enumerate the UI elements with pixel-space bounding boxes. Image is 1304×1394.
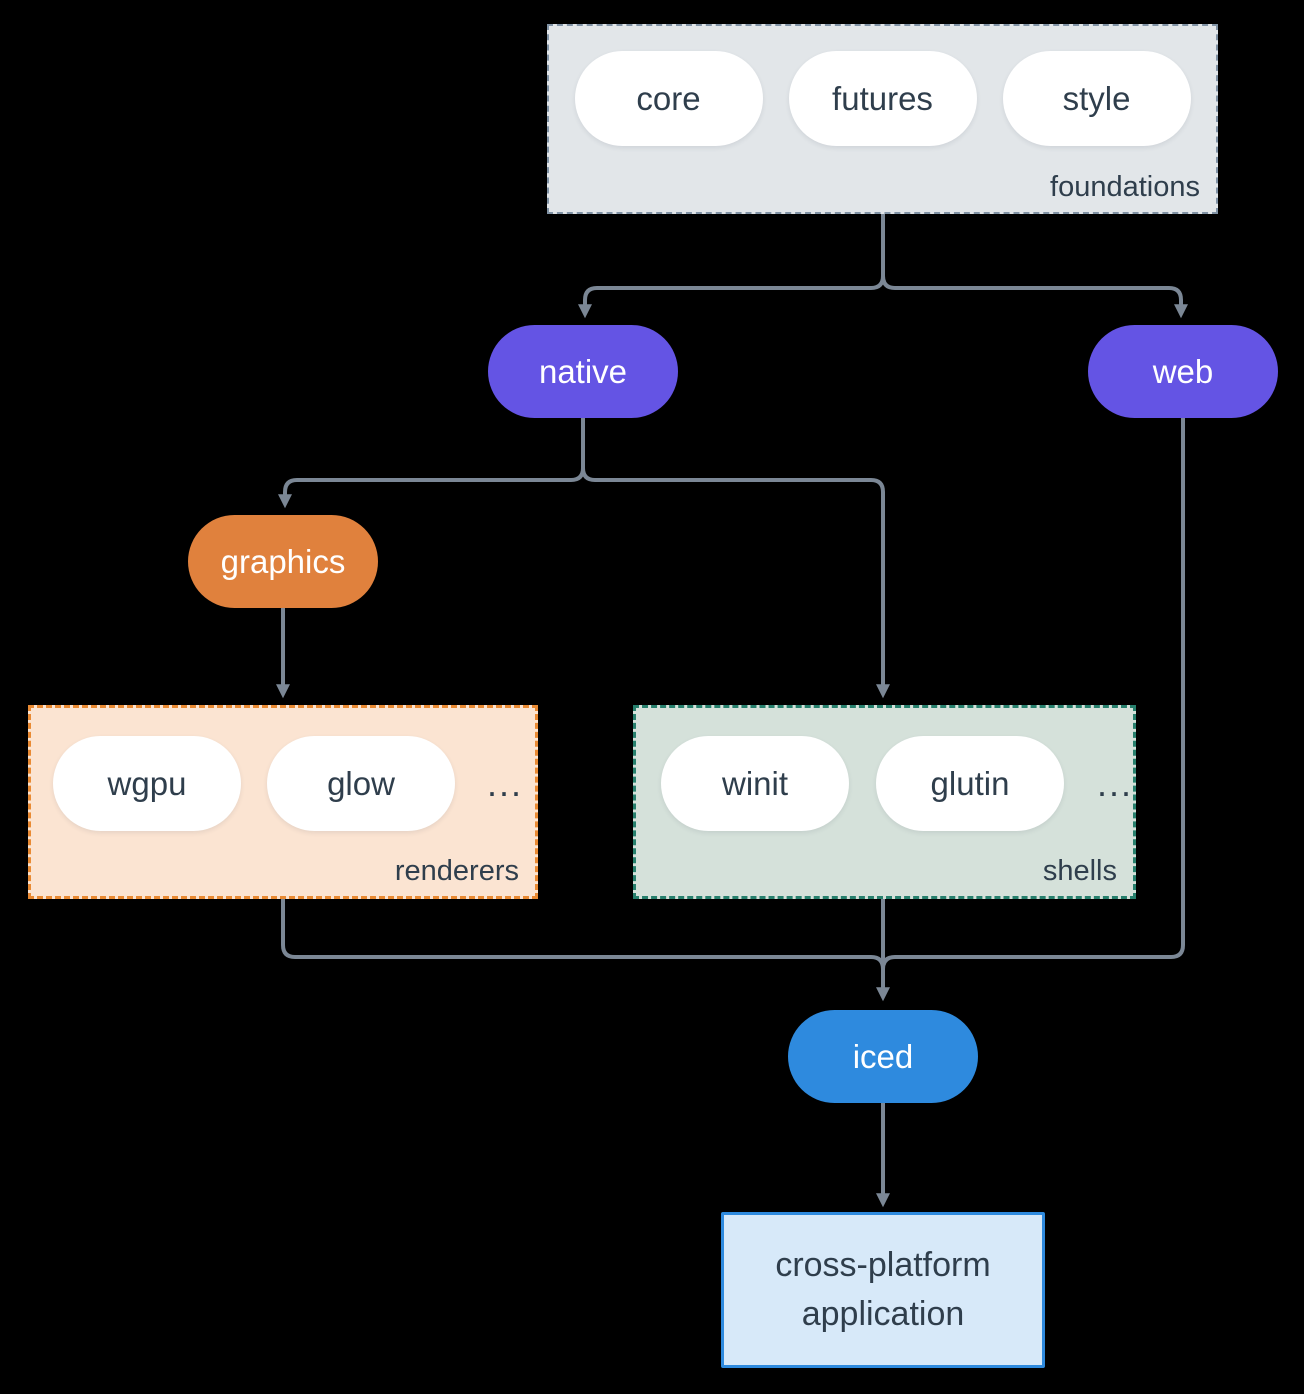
node-cross-platform-application: cross-platform application (721, 1212, 1045, 1368)
node-glow: glow (267, 736, 455, 831)
node-style: style (1002, 51, 1191, 146)
node-web: web (1088, 325, 1278, 418)
edge-foundations-native (578, 214, 885, 319)
foundations-pill-row: core futures style (549, 26, 1216, 146)
edge-native-graphics (278, 418, 585, 509)
node-iced: iced (788, 1010, 978, 1103)
foundations-group-label: foundations (1050, 171, 1200, 203)
edge-foundations-web (881, 214, 1188, 319)
renderers-pill-row: wgpu glow ... (31, 708, 535, 831)
application-label-line1: cross-platform (775, 1245, 991, 1284)
node-graphics: graphics (188, 515, 378, 608)
node-futures: futures (788, 51, 977, 146)
renderers-ellipsis: ... (487, 762, 524, 804)
node-wgpu: wgpu (53, 736, 241, 831)
renderers-group-label: renderers (394, 855, 519, 887)
shells-group: winit glutin ... shells (633, 705, 1136, 899)
shells-pill-row: winit glutin ... (636, 708, 1133, 831)
renderers-group: wgpu glow ... renderers (28, 705, 538, 899)
node-core: core (574, 51, 763, 146)
edge-renderers-iced (281, 899, 885, 970)
node-glutin: glutin (876, 736, 1064, 831)
node-native: native (488, 325, 678, 418)
edge-native-shells (581, 418, 890, 699)
node-winit: winit (661, 736, 849, 831)
shells-ellipsis: ... (1097, 762, 1134, 804)
shells-group-label: shells (1042, 855, 1117, 887)
application-label-line2: application (801, 1295, 965, 1333)
foundations-group: core futures style foundations (547, 24, 1218, 214)
